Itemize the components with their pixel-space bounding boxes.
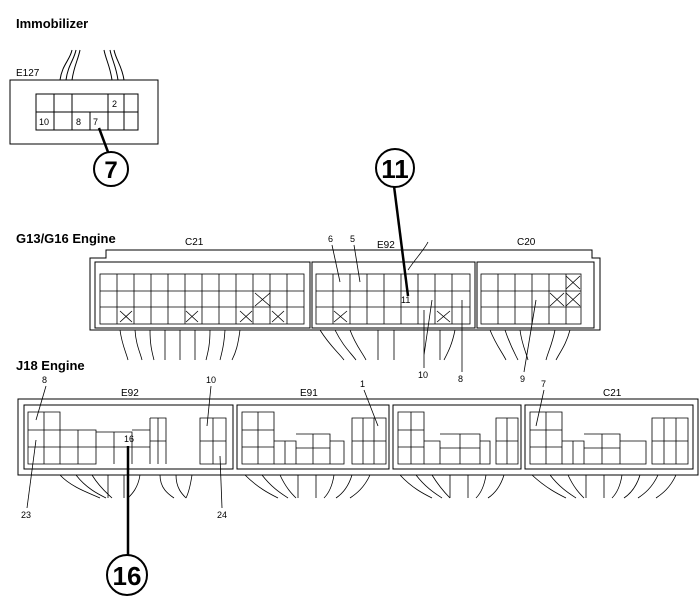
pin-leader [26, 439, 37, 509]
pin-label: 16 [124, 434, 134, 444]
pin-leader [423, 299, 433, 368]
j18-harness-wires [59, 474, 677, 499]
j18-title: J18 Engine [16, 358, 85, 373]
callout-number: 7 [104, 157, 117, 184]
g13-e92-pin-grid [315, 273, 471, 325]
pin-leader [523, 299, 537, 373]
callout-circle [93, 151, 129, 187]
g13-connector-housing [89, 249, 601, 331]
callout-circle [375, 148, 415, 188]
j18-e92-pin-grid [27, 411, 227, 465]
g13-c21-pin-grid [99, 273, 305, 325]
pin-leader [219, 455, 223, 509]
connector-c21-label: C21 [185, 237, 204, 248]
pin-leader [535, 389, 545, 427]
pin-label: 11 [401, 295, 410, 305]
g13-c20-pin-grid [480, 273, 582, 325]
pin-leader [363, 389, 379, 427]
callout-leader [97, 127, 110, 153]
pin-leader [35, 385, 47, 421]
callout-number: 16 [113, 561, 142, 591]
pin-label: 8 [76, 117, 81, 127]
pin-leader [353, 244, 361, 283]
pin-label: 10 [206, 375, 216, 385]
j18-e91-pin-grid [241, 411, 387, 465]
pin-label: 10 [418, 370, 428, 380]
g13-harness-wires [119, 329, 571, 361]
connector-e127-label: E127 [16, 68, 40, 79]
immobilizer-title: Immobilizer [16, 16, 88, 31]
pin-label: 7 [541, 379, 546, 389]
connector-e91-label: E91 [300, 388, 318, 399]
callout-number: 11 [381, 154, 409, 184]
pin-label: 8 [458, 374, 463, 384]
connector-c20-label: C20 [517, 237, 536, 248]
pin-label: 1 [360, 379, 365, 389]
pin-label: 24 [217, 510, 227, 520]
pin-leader [206, 385, 212, 427]
pin-label: 7 [93, 117, 98, 127]
pin-label: 5 [350, 234, 355, 244]
pin-label: 6 [328, 234, 333, 244]
pin-label: 9 [520, 374, 525, 384]
j18-c21-pin-grid [529, 411, 689, 465]
pin-leader [407, 241, 429, 271]
j18-middle-pin-grid [397, 411, 519, 465]
connector-c21-label: C21 [603, 388, 622, 399]
pin-label: 10 [39, 117, 49, 127]
callout-circle [106, 554, 148, 596]
connector-e92-label: E92 [121, 388, 139, 399]
connector-e92-label: E92 [377, 240, 395, 251]
pin-label: 23 [21, 510, 31, 520]
pin-label: 2 [112, 99, 117, 109]
g13-g16-title: G13/G16 Engine [16, 231, 116, 246]
pin-label: 8 [42, 375, 47, 385]
pin-leader [331, 244, 341, 283]
callout-leader [392, 185, 410, 297]
connector-e127 [9, 49, 159, 145]
